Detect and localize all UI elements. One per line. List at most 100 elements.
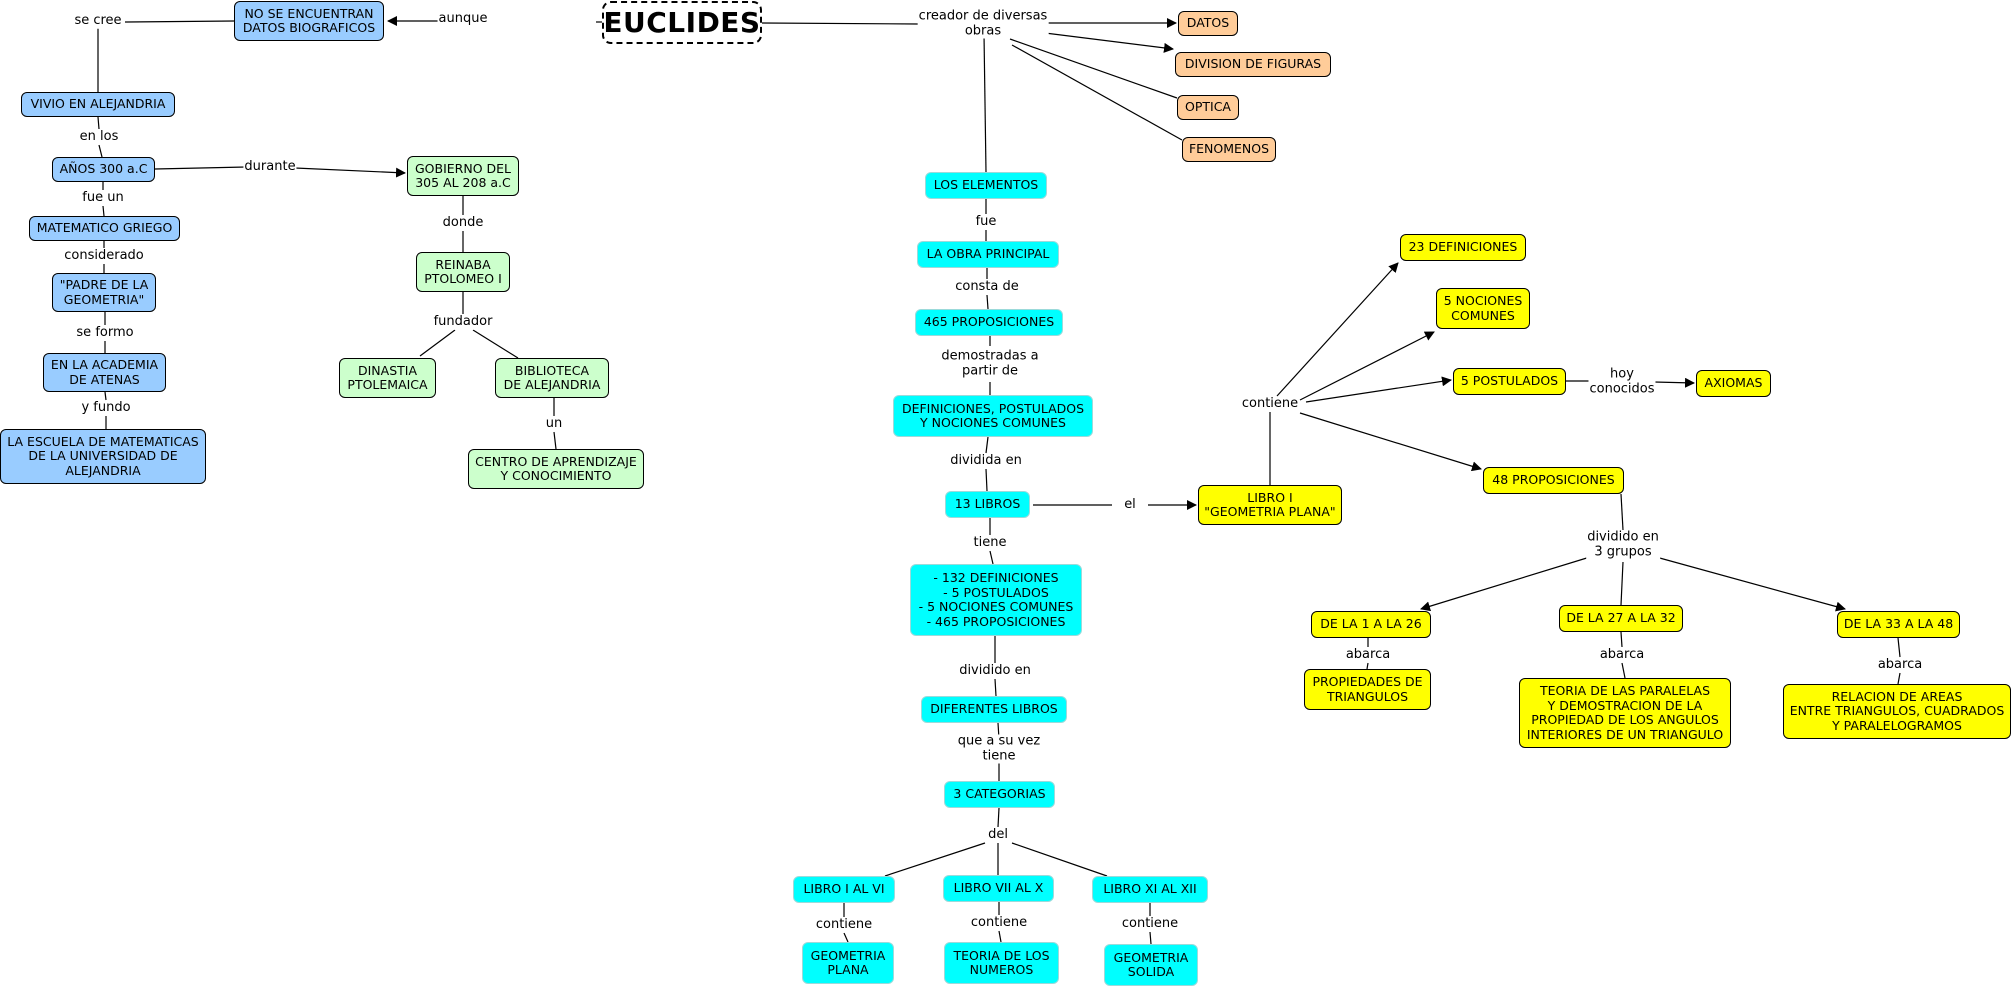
line-connector (1149, 931, 1152, 945)
link-abarca-2: abarca (1598, 646, 1646, 663)
node-definiciones[interactable]: DEFINICIONES, POSTULADOS Y NOCIONES COMU… (893, 395, 1093, 437)
line-connector (1621, 662, 1626, 679)
node-5-nociones[interactable]: 5 NOCIONES COMUNES (1436, 288, 1530, 329)
node-libro-xi-xii[interactable]: LIBRO XI AL XII (1092, 876, 1208, 903)
node-465-proposiciones[interactable]: 465 PROPOSICIONES (915, 309, 1063, 336)
line-connector (989, 550, 994, 565)
link-contiene-3: contiene (1120, 915, 1180, 932)
node-padre[interactable]: "PADRE DE LA GEOMETRIA" (52, 273, 156, 312)
line-connector (1620, 493, 1624, 531)
arrow-connector (1305, 376, 1452, 403)
line-connector (843, 932, 849, 943)
node-dinastia[interactable]: DINASTIA PTOLEMAICA (339, 358, 436, 398)
arrow-connector (1276, 262, 1399, 397)
line-connector (986, 294, 989, 310)
node-geometria-plana[interactable]: GEOMETRIA PLANA (802, 942, 894, 984)
node-biblioteca[interactable]: BIBLIOTECA DE ALEJANDRIA (495, 358, 609, 398)
node-academia[interactable]: EN LA ACADEMIA DE ATENAS (43, 353, 166, 392)
line-connector (1366, 662, 1369, 670)
node-reinaba[interactable]: REINABA PTOLOMEO I (416, 252, 510, 292)
line-connector (104, 391, 107, 401)
link-y-fundo: y fundo (80, 399, 132, 416)
node-diferentes[interactable]: DIFERENTES LIBROS (921, 696, 1067, 723)
node-48-proposiciones[interactable]: 48 PROPOSICIONES (1483, 467, 1624, 494)
link-consta-de: consta de (954, 278, 1020, 295)
link-el: el (1123, 496, 1137, 513)
node-gobierno[interactable]: GOBIERNO DEL 305 AL 208 a.C (407, 156, 519, 196)
node-fenomenos[interactable]: FENOMENOS (1182, 137, 1276, 162)
arrow-connector (1653, 377, 1695, 388)
line-connector (419, 329, 456, 357)
link-dividida-en: dividida en (949, 452, 1023, 469)
line-connector (1897, 672, 1901, 685)
link-demostradas: demostradas a partir de (940, 348, 1040, 379)
node-geometria-solida[interactable]: GEOMETRIA SOLIDA (1104, 944, 1198, 986)
node-grupo-27-32[interactable]: DE LA 27 A LA 32 (1559, 605, 1683, 632)
node-grupo-33-48[interactable]: DE LA 33 A LA 48 (1837, 611, 1960, 638)
node-centro[interactable]: CENTRO DE APRENDIZAJE Y CONOCIMIENTO (468, 449, 644, 489)
link-abarca-3: abarca (1876, 656, 1924, 673)
node-anos-300[interactable]: AÑOS 300 a.C (52, 157, 155, 182)
link-que-a-su-vez: que a su vez tiene (956, 733, 1042, 764)
line-connector (553, 431, 557, 450)
node-vivio[interactable]: VIVIO EN ALEJANDRIA (21, 92, 175, 117)
node-no-datos[interactable]: NO SE ENCUENTRAN DATOS BIOGRAFICOS (234, 1, 384, 41)
link-durante: durante (243, 158, 297, 175)
link-considerado: considerado (63, 247, 145, 264)
link-fundador: fundador (432, 313, 494, 330)
line-connector (124, 20, 235, 23)
node-lista[interactable]: - 132 DEFINICIONES - 5 POSTULADOS - 5 NO… (910, 564, 1082, 636)
link-dividido-3-grupos: dividido en 3 grupos (1586, 529, 1660, 560)
line-connector (983, 33, 987, 173)
line-connector (1620, 561, 1624, 606)
line-connector (761, 22, 919, 25)
link-aunque: aunque (437, 10, 489, 27)
link-se-formo: se formo (75, 324, 135, 341)
node-paralelas[interactable]: TEORIA DE LAS PARALELAS Y DEMOSTRACION D… (1519, 678, 1731, 748)
node-grupo-1-26[interactable]: DE LA 1 A LA 26 (1311, 611, 1431, 638)
link-abarca-1: abarca (1344, 646, 1392, 663)
line-connector (98, 144, 103, 158)
link-hoy-conocidos: hoy conocidos (1588, 366, 1656, 397)
arrow-connector (1299, 331, 1435, 401)
line-connector (985, 468, 988, 492)
title-node[interactable]: EUCLIDES (602, 1, 762, 44)
line-connector (994, 678, 997, 697)
node-axiomas[interactable]: AXIOMAS (1696, 370, 1771, 397)
link-tiene: tiene (972, 534, 1008, 551)
node-propiedades[interactable]: PROPIEDADES DE TRIANGULOS (1304, 669, 1431, 710)
line-connector (884, 842, 986, 877)
link-creador: creador de diversas obras (917, 8, 1049, 39)
link-dividido-en: dividido en (958, 662, 1032, 679)
link-se-cree: se cree (73, 12, 123, 29)
node-3-categorias[interactable]: 3 CATEGORIAS (944, 781, 1055, 808)
node-escuela[interactable]: LA ESCUELA DE MATEMATICAS DE LA UNIVERSI… (0, 429, 206, 484)
line-connector (97, 116, 100, 130)
node-matematico[interactable]: MATEMATICO GRIEGO (29, 216, 180, 241)
node-13-libros[interactable]: 13 LIBROS (945, 491, 1030, 518)
node-obra[interactable]: LA OBRA PRINCIPAL (917, 241, 1059, 268)
node-division[interactable]: DIVISION DE FIGURAS (1175, 52, 1331, 77)
line-connector (1897, 637, 1901, 658)
line-connector (1011, 44, 1183, 141)
node-optica[interactable]: OPTICA (1177, 95, 1239, 120)
link-contiene-2: contiene (969, 914, 1029, 931)
node-teoria-numeros[interactable]: TEORIA DE LOS NUMEROS (944, 942, 1059, 984)
node-libro-i-vi[interactable]: LIBRO I AL VI (793, 876, 895, 903)
node-libro-vii-x[interactable]: LIBRO VII AL X (943, 875, 1054, 902)
arrow-connector (1655, 556, 1846, 612)
node-elementos[interactable]: LOS ELEMENTOS (925, 172, 1047, 199)
node-23-definiciones[interactable]: 23 DEFINICIONES (1400, 234, 1526, 261)
node-5-postulados[interactable]: 5 POSTULADOS (1453, 368, 1566, 395)
node-libro-i[interactable]: LIBRO I "GEOMETRIA PLANA" (1198, 485, 1342, 525)
line-connector (472, 329, 519, 359)
arrow-connector (1299, 412, 1482, 472)
node-areas[interactable]: RELACION DE AREAS ENTRE TRIANGULOS, CUAD… (1783, 684, 2011, 739)
line-connector (998, 930, 1002, 943)
node-datos[interactable]: DATOS (1178, 11, 1238, 36)
link-un: un (544, 415, 564, 432)
line-connector (1011, 842, 1108, 877)
arrow-connector (1044, 32, 1174, 53)
